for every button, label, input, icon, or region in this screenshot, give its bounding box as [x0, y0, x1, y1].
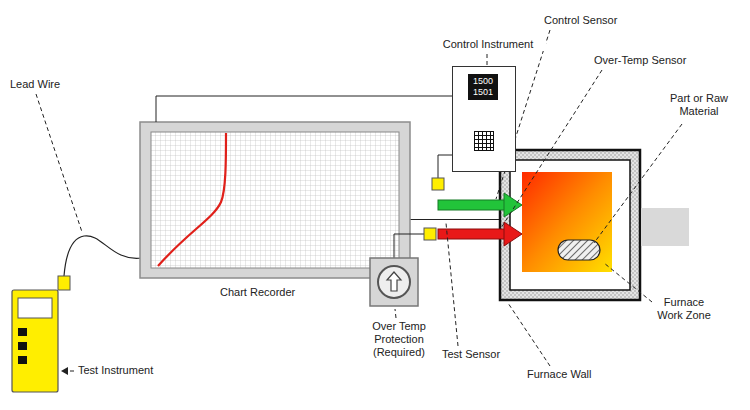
- callout-label: Control Sensor: [542, 14, 619, 27]
- leader-line: [508, 303, 550, 366]
- furnace-wall: [500, 150, 640, 300]
- over-temp-device: [370, 258, 418, 306]
- instrument-display: 15001501: [468, 74, 498, 100]
- readout-value: 1500: [473, 76, 493, 87]
- leader-line: [446, 223, 458, 346]
- leader-line: [501, 70, 602, 228]
- leader-line: [62, 371, 74, 372]
- test-instrument-button: [18, 328, 27, 336]
- callout-label: Lead Wire: [8, 78, 62, 91]
- leader-line: [395, 309, 396, 318]
- test-instrument-connector: [58, 276, 70, 290]
- test-instrument-display: [18, 298, 52, 318]
- furnace-work-zone: [522, 172, 612, 272]
- recorder-wire: [156, 96, 452, 122]
- callout-label: Furnace Wall: [525, 368, 593, 381]
- callout-label: Part or Raw Material: [662, 92, 736, 118]
- control-sensor-head: [432, 178, 444, 190]
- callout-label: Over Temp Protection (Required): [366, 320, 432, 359]
- chart-grid: [151, 132, 399, 268]
- test-instrument-button: [18, 356, 27, 364]
- leader-line: [594, 124, 682, 243]
- leader-line: [487, 54, 488, 65]
- control-sensor-tip: [504, 193, 522, 217]
- leader-line: [604, 263, 652, 302]
- callout-label: Over-Temp Sensor: [592, 54, 688, 67]
- callout-label: Chart Recorder: [218, 286, 297, 299]
- part: [558, 240, 600, 260]
- test-instrument-body: [12, 290, 58, 392]
- furnace-inner-wall: [510, 160, 630, 290]
- over-temp-arrow: [387, 272, 401, 291]
- furnace-door: [641, 208, 689, 246]
- test-instrument-button: [18, 342, 27, 350]
- over-temp-dial: [378, 266, 410, 298]
- control-sensor-shaft: [438, 200, 505, 210]
- leader-line: [36, 94, 82, 232]
- callout-label: Test Instrument: [76, 364, 155, 377]
- over-temp-sensor-tip: [504, 222, 522, 246]
- chart-paper: [151, 132, 399, 268]
- readout-value: 1501: [473, 87, 493, 98]
- chart-recorder-frame: [140, 122, 410, 278]
- control-instrument: 15001501: [452, 66, 516, 172]
- keypad-icon: [474, 131, 494, 151]
- callout-label: Furnace Work Zone: [652, 296, 716, 322]
- control-wire: [438, 155, 452, 178]
- over-temp-sensor-shaft: [438, 229, 505, 239]
- callout-label: Control Instrument: [430, 38, 546, 51]
- callout-label: Test Sensor: [440, 348, 502, 361]
- over-temp-sensor-head: [424, 228, 436, 240]
- over-temp-wire: [394, 234, 424, 258]
- chart-trace: [158, 133, 226, 266]
